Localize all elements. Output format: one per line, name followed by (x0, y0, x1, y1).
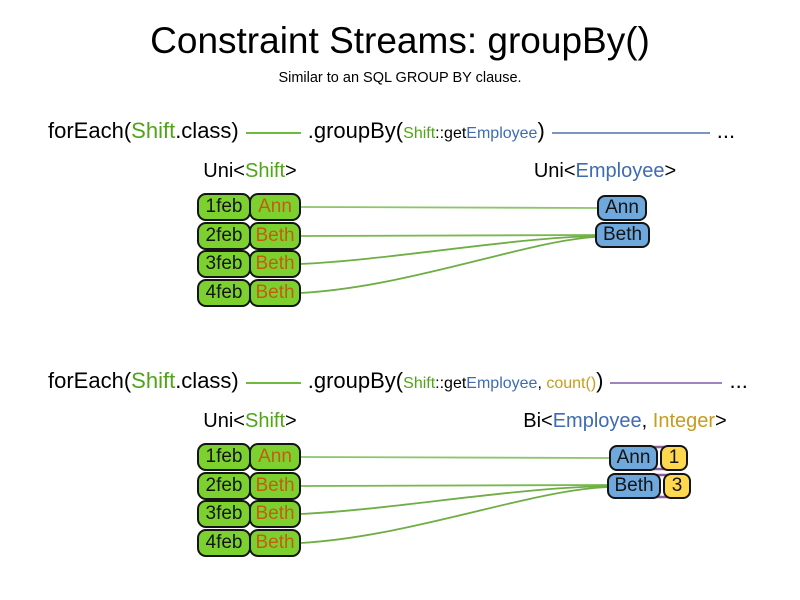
shift-row: 3feb Beth (197, 250, 301, 278)
arg-shift-token: Shift (403, 375, 436, 392)
connection-line (299, 456, 610, 459)
shift-date-cell: 4feb (197, 529, 251, 557)
foreach-open: forEach( (48, 368, 132, 393)
label-open: Uni< (203, 410, 245, 432)
connection-line (299, 236, 597, 294)
label-type-employee: Employee (552, 410, 642, 432)
arg-count-token: count() (546, 375, 597, 392)
group-employee-box: Beth (595, 222, 650, 248)
connection-line (299, 235, 597, 265)
label-type-shift: Shift (244, 160, 286, 182)
stream-connector-blue (551, 131, 710, 134)
shift-class-token: Shift (131, 368, 176, 393)
ellipsis: ... (716, 118, 736, 143)
connection-line (299, 486, 609, 544)
label-close: > (715, 410, 727, 432)
shift-date-cell: 2feb (197, 472, 251, 500)
shift-employee-cell: Beth (249, 279, 301, 307)
stream-connector-purple (610, 381, 723, 384)
shift-row: 1feb Ann (197, 443, 301, 471)
shift-row: 3feb Beth (197, 500, 301, 528)
shift-employee-cell: Beth (249, 250, 301, 278)
arg-getter-token: ::get (435, 375, 467, 392)
bi-employee-integer-label: Bi<Employee, Integer> (500, 410, 750, 433)
group-count-box: 1 (660, 445, 688, 471)
label-close: > (285, 410, 297, 432)
page-title: Constraint Streams: groupBy() (150, 20, 650, 61)
ellipsis: ... (729, 368, 748, 393)
label-type-shift: Shift (244, 410, 286, 432)
shift-row: 4feb Beth (197, 529, 301, 557)
groupby-close: ) (596, 368, 604, 393)
label-open: Uni< (533, 160, 576, 182)
groupby-open: .groupBy( (307, 118, 404, 143)
group-employee-box: Ann (609, 445, 658, 471)
arg-separator: , (537, 375, 547, 392)
group-count-box: 3 (663, 473, 691, 499)
shift-date-cell: 3feb (197, 500, 251, 528)
page-subtitle: Similar to an SQL GROUP BY clause. (278, 70, 522, 86)
shift-employee-cell: Beth (249, 500, 301, 528)
uni-shift-label-2: Uni<Shift> (150, 410, 350, 433)
connection-line (299, 485, 609, 515)
foreach-open: forEach( (48, 118, 132, 143)
connection-line (299, 484, 609, 487)
arg-getter-token: ::get (435, 125, 467, 142)
label-type-integer: Integer (652, 410, 716, 432)
shift-employee-cell: Beth (249, 472, 301, 500)
stream-connector-green (245, 131, 301, 134)
group-employee-box: Beth (607, 473, 661, 499)
shift-date-cell: 3feb (197, 250, 251, 278)
label-close: > (285, 160, 297, 182)
uni-shift-label-1: Uni<Shift> (150, 160, 350, 183)
shift-date-cell: 2feb (197, 222, 251, 250)
arg-employee-token: Employee (466, 375, 538, 392)
foreach-close: .class) (175, 118, 239, 143)
shift-row: 2feb Beth (197, 472, 301, 500)
code-line-foreach-groupby-1: forEach(Shift.class) .groupBy(Shift::get… (48, 117, 735, 148)
shift-employee-cell: Beth (249, 222, 301, 250)
uni-employee-label: Uni<Employee> (500, 160, 710, 183)
connection-line (299, 234, 597, 237)
label-open: Bi< (523, 410, 553, 432)
shift-row: 2feb Beth (197, 222, 301, 250)
shift-date-cell: 4feb (197, 279, 251, 307)
label-open: Uni< (203, 160, 245, 182)
shift-employee-cell: Ann (249, 443, 301, 471)
shift-employee-cell: Beth (249, 529, 301, 557)
shift-date-cell: 1feb (197, 193, 251, 221)
code-line-foreach-groupby-2: forEach(Shift.class) .groupBy(Shift::get… (48, 367, 748, 398)
connection-line (299, 206, 598, 209)
label-separator: , (641, 410, 653, 432)
groupby-open: .groupBy( (307, 368, 404, 393)
label-close: > (664, 160, 677, 182)
arg-shift-token: Shift (403, 125, 436, 142)
arg-employee-token: Employee (466, 125, 538, 142)
shift-row: 4feb Beth (197, 279, 301, 307)
shift-date-cell: 1feb (197, 443, 251, 471)
stream-connector-green (245, 381, 301, 384)
foreach-close: .class) (175, 368, 239, 393)
shift-row: 1feb Ann (197, 193, 301, 221)
label-type-employee: Employee (575, 160, 665, 182)
groupby-close: ) (537, 118, 545, 143)
shift-employee-cell: Ann (249, 193, 301, 221)
shift-class-token: Shift (131, 118, 176, 143)
group-employee-box: Ann (597, 195, 647, 221)
